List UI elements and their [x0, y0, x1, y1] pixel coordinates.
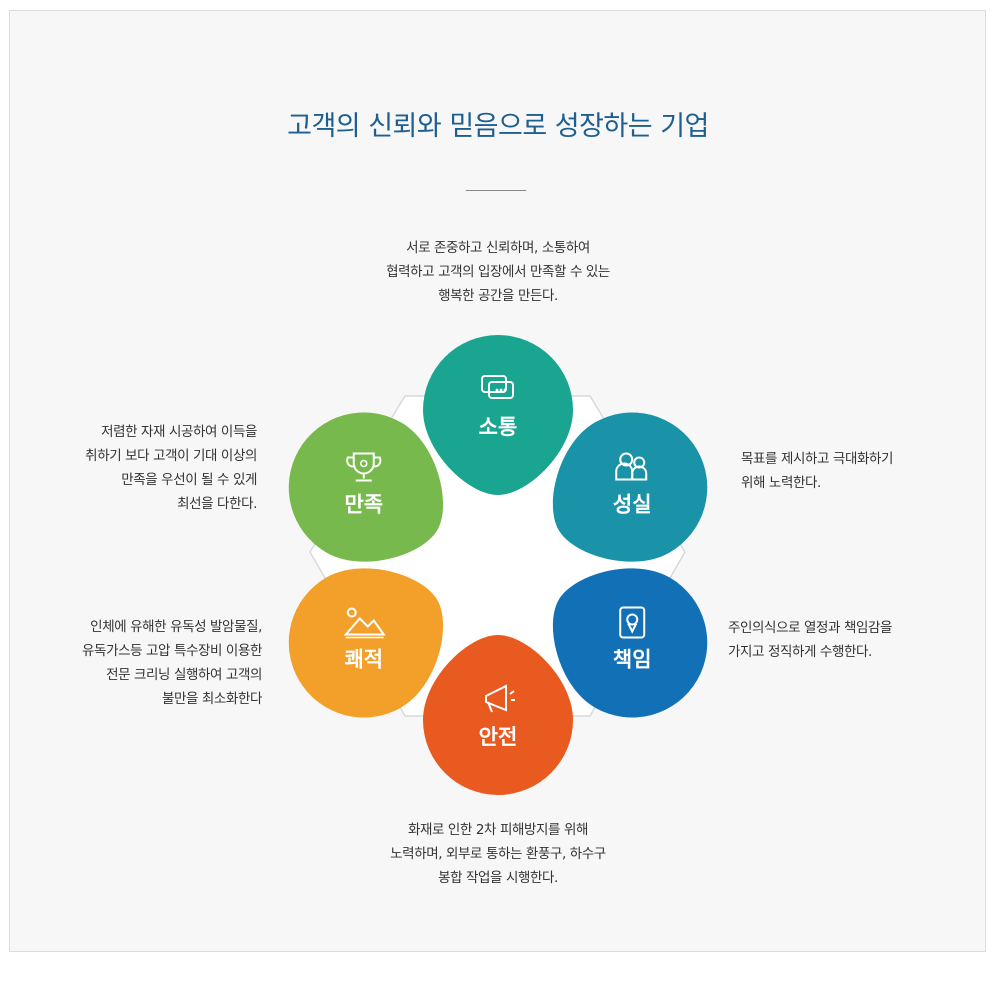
- desc-line: 전문 크리닝 실행하여 고객의: [106, 667, 262, 683]
- petal-5: 쾌적: [288, 568, 444, 718]
- petal-label: 안전: [479, 725, 518, 749]
- desc-line: 인체에 유해한 유독성 발암물질,: [90, 619, 262, 635]
- desc-anjeon: 화재로 인한 2차 피해방지를 위해 노력하며, 외부로 통하는 환풍구, 하수…: [338, 818, 658, 890]
- petal-1: 소통: [423, 335, 573, 495]
- location-device-icon: [619, 606, 646, 639]
- trophy-icon: [346, 452, 382, 482]
- desc-line: 협력하고 고객의 입장에서 만족할 수 있는: [386, 264, 610, 280]
- petal-label: 성실: [613, 493, 652, 517]
- desc-line: 최선을 다한다.: [177, 496, 257, 512]
- petal-shape: [552, 568, 708, 718]
- desc-manjok: 저렴한 자재 시공하여 이득을 취하기 보다 고객이 기대 이상의 만족을 우선…: [30, 420, 257, 516]
- chat-bubbles-icon: [481, 375, 514, 399]
- petal-shape: [552, 412, 708, 562]
- desc-line: 위해 노력한다.: [741, 475, 821, 491]
- petal-label: 소통: [479, 415, 518, 439]
- page-title: 고객의 신뢰와 믿음으로 성장하는 기업: [287, 111, 709, 142]
- petal-shape: [423, 335, 573, 495]
- desc-line: 봉합 작업을 시행한다.: [438, 870, 558, 886]
- petal-label: 쾌적: [344, 648, 383, 672]
- desc-line: 취하기 보다 고객이 기대 이상의: [85, 448, 257, 464]
- desc-line: 목표를 제시하고 극대화하기: [741, 451, 894, 467]
- desc-line: 유독가스등 고압 특수장비 이용한: [82, 643, 262, 659]
- people-icon: [615, 452, 648, 481]
- petal-6: 만족: [288, 412, 444, 562]
- center-disc: [436, 503, 560, 627]
- petal-shape: [288, 412, 444, 562]
- title-divider: [466, 190, 526, 191]
- desc-line: 노력하며, 외부로 통하는 환풍구, 하수구: [390, 846, 606, 862]
- mountain-sun-icon: [343, 607, 386, 639]
- desc-line: 불만을 최소화한다: [161, 691, 262, 707]
- desc-sotong: 서로 존중하고 신뢰하며, 소통하여 협력하고 고객의 입장에서 만족할 수 있…: [338, 236, 658, 308]
- petal-label: 만족: [344, 493, 383, 517]
- desc-kwaejeok: 인체에 유해한 유독성 발암물질, 유독가스등 고압 특수장비 이용한 전문 크…: [30, 615, 262, 711]
- desc-line: 행복한 공간을 만든다.: [438, 288, 558, 304]
- desc-line: 화재로 인한 2차 피해방지를 위해: [407, 822, 588, 838]
- megaphone-icon: [485, 684, 515, 713]
- petal-shape: [423, 635, 573, 795]
- desc-line: 주인의식으로 열정과 책임감을: [728, 620, 893, 636]
- desc-chaegim: 주인의식으로 열정과 책임감을 가지고 정직하게 수행한다.: [728, 616, 968, 664]
- desc-seongsil: 목표를 제시하고 극대화하기 위해 노력한다.: [741, 447, 971, 495]
- petal-shape: [288, 568, 444, 718]
- desc-line: 만족을 우선이 될 수 있게: [121, 472, 257, 488]
- desc-line: 저렴한 자재 시공하여 이득을: [101, 424, 257, 440]
- desc-line: 서로 존중하고 신뢰하며, 소통하여: [406, 240, 590, 256]
- petal-3: 책임: [552, 568, 708, 718]
- desc-line: 가지고 정직하게 수행한다.: [728, 644, 872, 660]
- petal-4: 안전: [423, 635, 573, 795]
- petal-2: 성실: [552, 412, 708, 562]
- petal-label: 책임: [613, 648, 652, 672]
